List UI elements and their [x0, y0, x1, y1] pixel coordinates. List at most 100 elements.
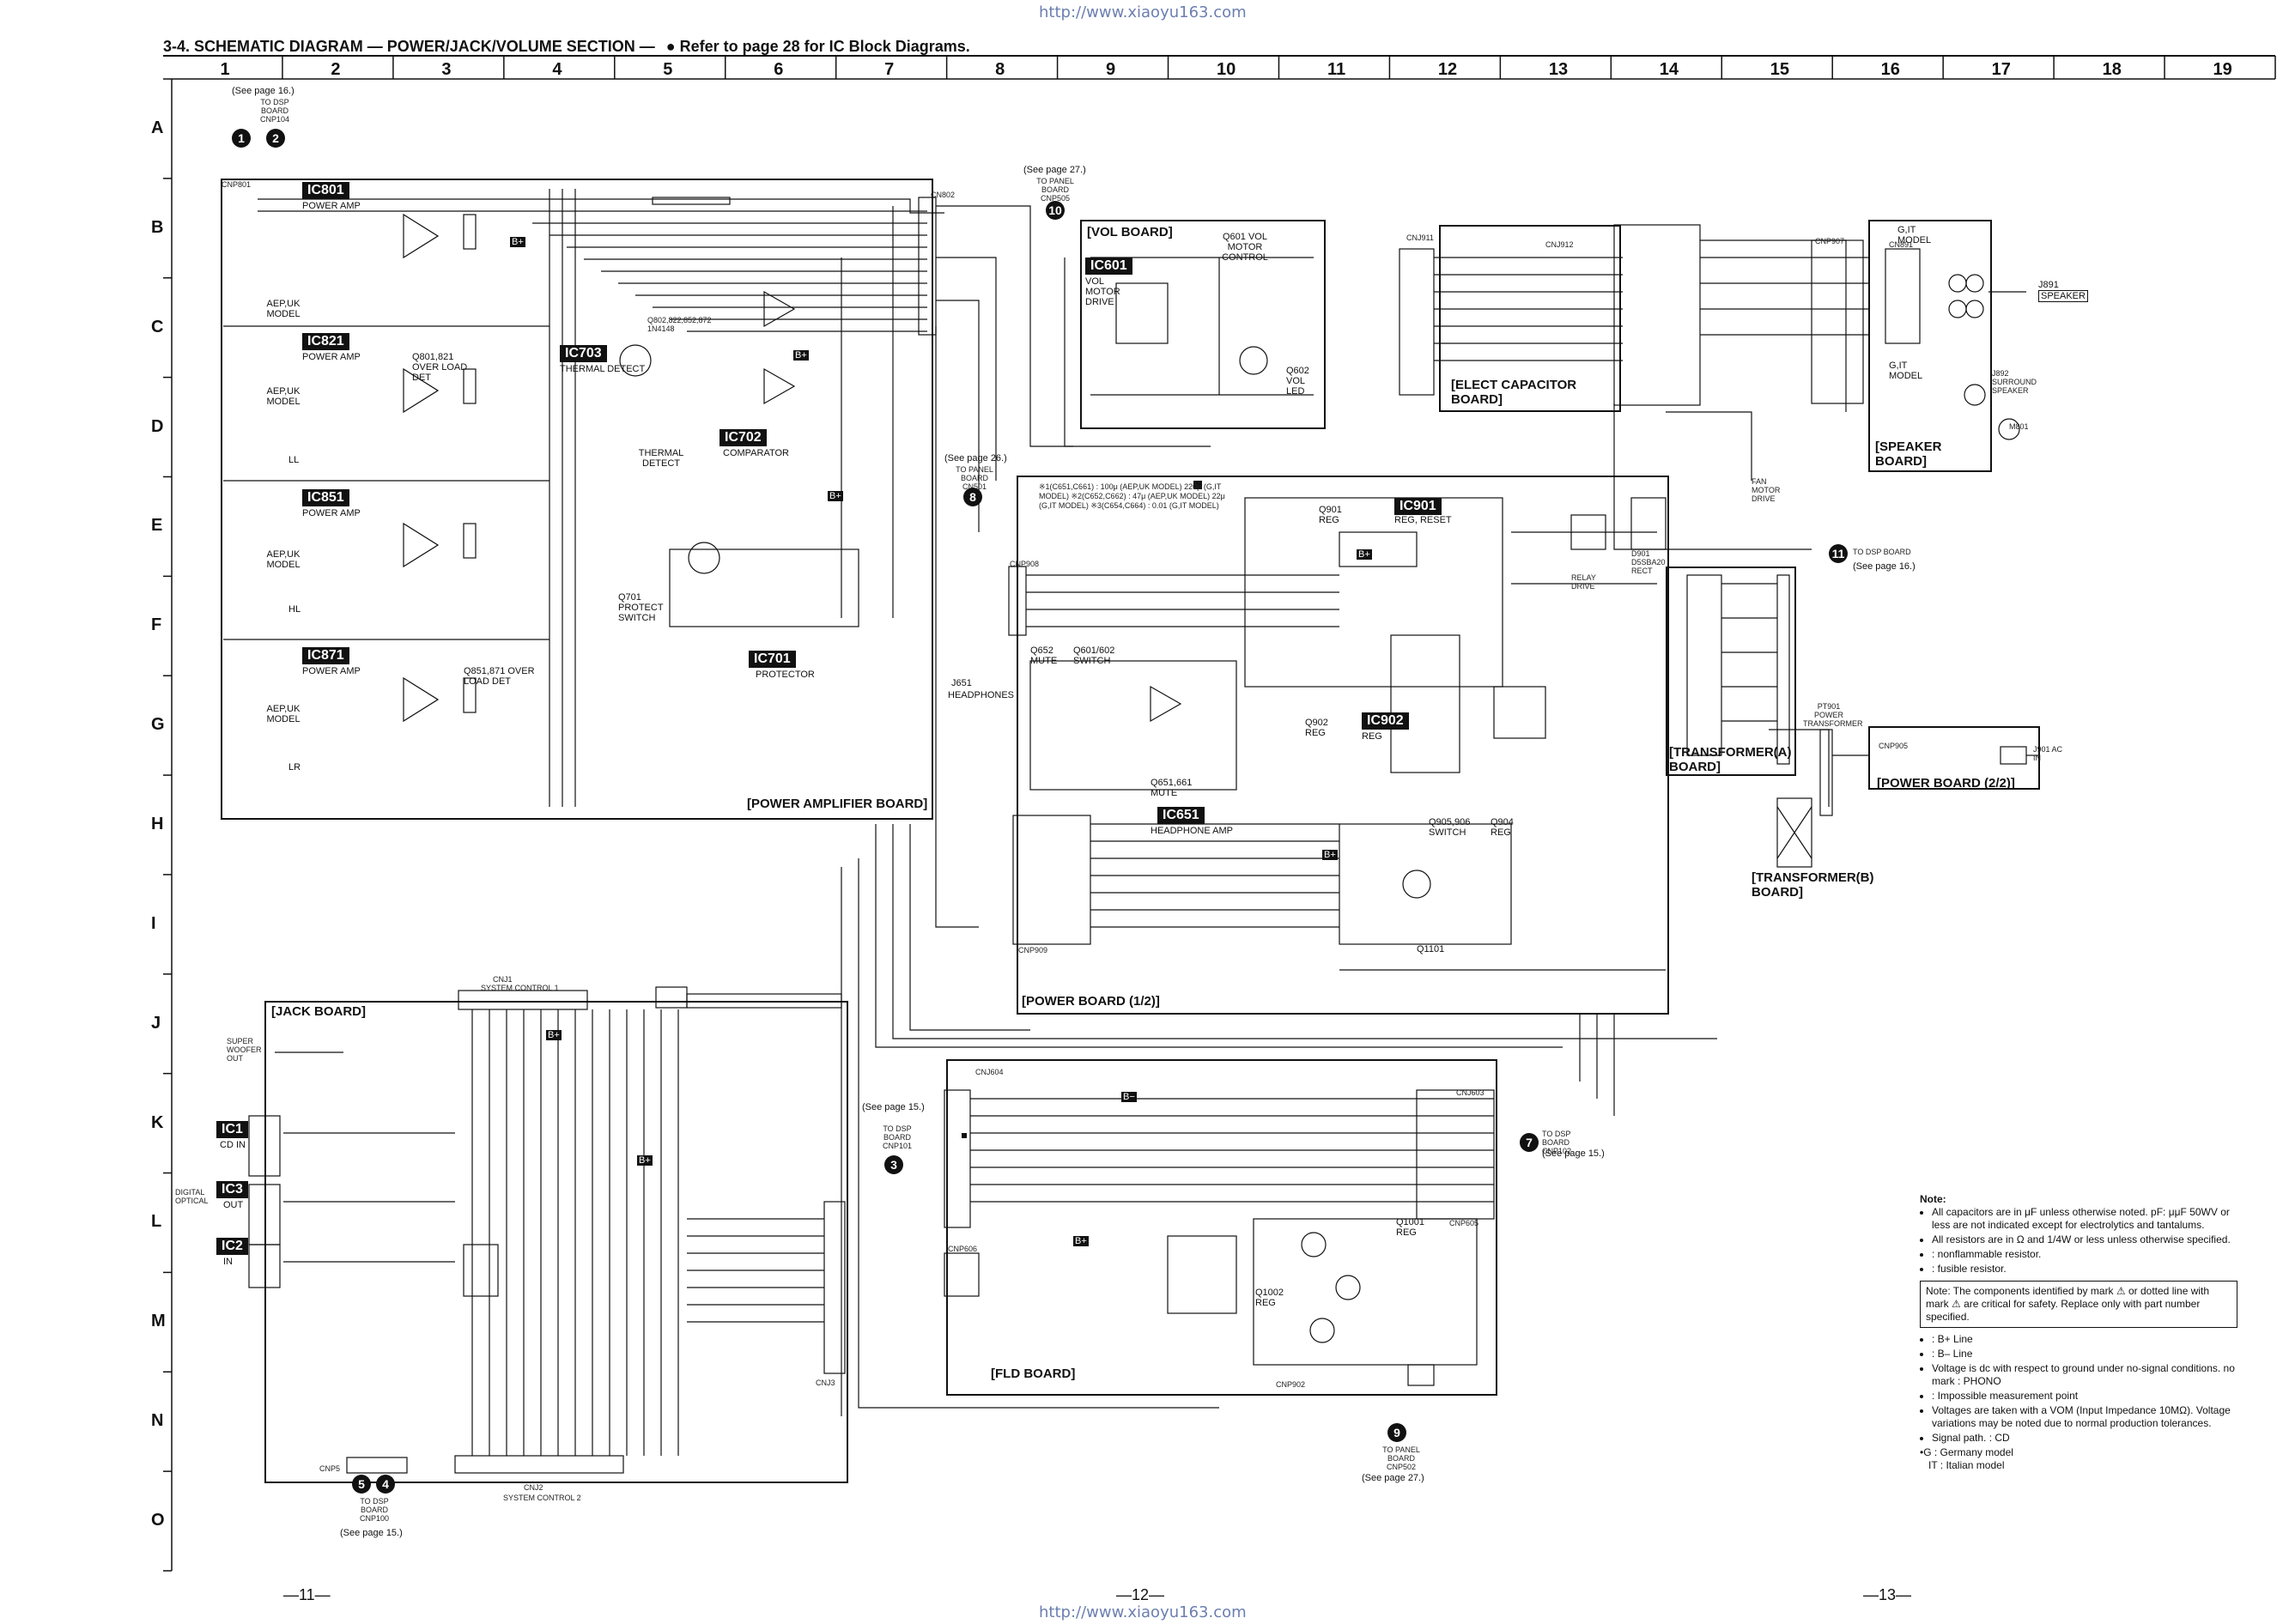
- column-number-4: 4: [552, 60, 562, 79]
- row-letter-F: F: [151, 615, 162, 635]
- conn-marker-11[interactable]: 11: [1829, 544, 1848, 563]
- note-resistors: All resistors are in Ω and 1/4W or less …: [1932, 1233, 2237, 1246]
- label-headphones: HEADPHONES: [948, 690, 1015, 700]
- note-impossible: : Impossible measurement point: [1932, 1390, 2237, 1403]
- aep-uk-model-3: AEP,UK MODEL: [266, 549, 301, 570]
- label-variants: ※1(C651,C661) : 100μ (AEP,UK MODEL) 220μ…: [1039, 482, 1225, 510]
- power-board-2-label: [POWER BOARD (2/2)]: [1877, 776, 2015, 791]
- ic1-label[interactable]: IC1: [216, 1121, 248, 1138]
- ic701-caption: PROTECTOR: [756, 670, 815, 680]
- label-q904: Q904 REG: [1491, 817, 1514, 838]
- ic651-label[interactable]: IC651: [1157, 807, 1205, 824]
- conn11-see: (See page 16.): [1853, 561, 1916, 572]
- ic703-label[interactable]: IC703: [560, 345, 607, 362]
- conn-marker-2[interactable]: 2: [266, 129, 285, 148]
- conn-marker-8[interactable]: 8: [963, 488, 982, 506]
- label-cnp801: CNP801: [222, 180, 252, 189]
- ic851-label[interactable]: IC851: [302, 489, 349, 506]
- notes-title: Note:: [1920, 1193, 1946, 1205]
- label-cnp5: CNP5: [319, 1464, 341, 1473]
- bplus-marker-3: B+: [828, 491, 843, 501]
- jack-board-label: [JACK BOARD]: [271, 1004, 366, 1019]
- power-amplifier-board: [221, 179, 933, 820]
- watermark-bottom[interactable]: http://www.xiaoyu163.com: [1039, 1603, 1247, 1621]
- conn1-see: (See page 16.): [232, 86, 294, 96]
- label-cnj2: CNJ2: [524, 1483, 543, 1492]
- label-sys-ctrl1: SYSTEM CONTROL 1: [481, 984, 559, 992]
- notes-list-2: : B+ Line : B– Line Voltage is dc with r…: [1920, 1333, 2237, 1445]
- ic703-caption: THERMAL DETECT: [560, 364, 646, 374]
- power-amplifier-board-label: [POWER AMPLIFIER BOARD]: [747, 797, 928, 811]
- conn-marker-7[interactable]: 7: [1520, 1133, 1539, 1152]
- watermark-top[interactable]: http://www.xiaoyu163.com: [1039, 3, 1247, 21]
- label-cn891: CN891: [1889, 240, 1914, 249]
- elect-capacitor-board-label: [ELECT CAPACITOR BOARD]: [1451, 378, 1577, 407]
- ic901-label[interactable]: IC901: [1394, 498, 1442, 515]
- column-number-17: 17: [1991, 60, 2011, 79]
- fld-board-label: [FLD BOARD]: [991, 1366, 1076, 1381]
- ic801-label[interactable]: IC801: [302, 182, 349, 199]
- ic801-caption: POWER AMP: [302, 201, 361, 211]
- note-bplus-line: : B+ Line: [1932, 1333, 2237, 1346]
- header-bullet-icon: ●: [665, 38, 676, 55]
- ic702-label[interactable]: IC702: [719, 429, 767, 446]
- notes-panel: Note: All capacitors are in μF unless ot…: [1920, 1193, 2237, 1472]
- conn-marker-10[interactable]: 10: [1046, 201, 1065, 220]
- ic902-label[interactable]: IC902: [1362, 712, 1409, 730]
- note-signal-path: Signal path. : CD: [1932, 1432, 2237, 1445]
- ic702-caption: COMPARATOR: [723, 448, 790, 458]
- ic701-label[interactable]: IC701: [749, 651, 796, 668]
- note-vom: Voltages are taken with a VOM (Input Imp…: [1932, 1404, 2237, 1430]
- conn9-text: TO PANEL BOARD CNP502: [1382, 1445, 1420, 1471]
- note-model-g: •G : Germany model: [1920, 1446, 2013, 1458]
- conn-marker-4[interactable]: 4: [376, 1475, 395, 1494]
- label-cnp907: CNP907: [1815, 237, 1845, 245]
- ic2-label[interactable]: IC2: [216, 1238, 248, 1255]
- label-q701: Q701 PROTECT SWITCH: [618, 592, 664, 623]
- note-nonflammable: : nonflammable resistor.: [1932, 1248, 2237, 1261]
- column-number-14: 14: [1659, 60, 1679, 79]
- ic601-label[interactable]: IC601: [1085, 258, 1132, 275]
- ic651-caption: HEADPHONE AMP: [1151, 826, 1233, 836]
- row-letter-G: G: [151, 715, 165, 735]
- conn-marker-1[interactable]: 1: [232, 129, 251, 148]
- conn11-text: TO DSP BOARD: [1853, 548, 1911, 556]
- section-number: 3-4.: [163, 38, 191, 55]
- ic871-label[interactable]: IC871: [302, 647, 349, 664]
- column-number-16: 16: [1880, 60, 1900, 79]
- label-q651: Q651,661 MUTE: [1151, 778, 1193, 798]
- conn10-text: TO PANEL BOARD CNP505: [1036, 177, 1074, 203]
- column-number-5: 5: [663, 60, 673, 79]
- label-j901: J901 AC IN: [2033, 745, 2063, 762]
- ic2-caption: IN: [223, 1257, 233, 1267]
- label-q1001: Q1001 REG: [1396, 1217, 1425, 1238]
- label-q902: Q902 REG: [1305, 718, 1328, 738]
- label-q1101: Q1101: [1417, 944, 1445, 954]
- label-q801: Q801,821 OVER LOAD DET: [412, 352, 468, 383]
- bplus-marker-5: B+: [1322, 850, 1338, 860]
- conn5-see: (See page 15.): [340, 1528, 403, 1538]
- label-cnp905: CNP905: [1879, 742, 1909, 750]
- column-number-8: 8: [995, 60, 1005, 79]
- row-letter-O: O: [151, 1511, 165, 1530]
- label-cnp605: CNP605: [1449, 1219, 1479, 1227]
- ic821-label[interactable]: IC821: [302, 333, 349, 350]
- label-m801: M801: [2009, 422, 2029, 431]
- row-letter-J: J: [151, 1013, 161, 1033]
- label-cnp902: CNP902: [1276, 1380, 1306, 1389]
- row-letter-H: H: [151, 815, 164, 833]
- conn-marker-5[interactable]: 5: [352, 1475, 371, 1494]
- row-letter-N: N: [151, 1411, 164, 1431]
- conn-marker-9[interactable]: 9: [1387, 1423, 1406, 1442]
- conn7-see: (See page 15.): [1542, 1148, 1605, 1159]
- bplus-marker-2: B+: [793, 350, 809, 361]
- ic3-label[interactable]: IC3: [216, 1181, 248, 1198]
- label-thermal: THERMAL DETECT: [638, 448, 684, 469]
- speaker-board-label: [SPEAKER BOARD]: [1875, 439, 1942, 469]
- conn9-see: (See page 27.): [1362, 1473, 1424, 1483]
- conn-marker-3[interactable]: 3: [884, 1155, 903, 1174]
- label-q1002: Q1002 REG: [1255, 1288, 1284, 1308]
- ic601-caption: VOL MOTOR DRIVE: [1085, 276, 1120, 307]
- elect-capacitor-board: [1439, 225, 1621, 412]
